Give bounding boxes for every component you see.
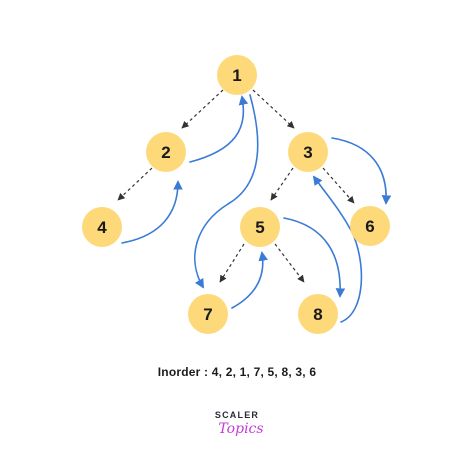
logo-scaler-text: SCALER: [214, 410, 260, 420]
node-5: 5: [240, 207, 280, 247]
node-2: 2: [146, 132, 186, 172]
node-2-label: 2: [161, 143, 170, 162]
node-1: 1: [217, 55, 257, 95]
node-4-circle: [82, 207, 122, 247]
tree-edge-1-3: [252, 89, 295, 129]
node-6: 6: [350, 206, 390, 246]
tree-edge-3-5: [270, 167, 294, 201]
tree-edge-5-7: [219, 243, 245, 283]
node-5-label: 5: [255, 218, 264, 237]
node-3: 3: [288, 132, 328, 172]
node-3-circle: [288, 132, 328, 172]
traversal-arrow-2-to-1: [189, 95, 249, 163]
node-8-label: 8: [313, 305, 322, 324]
node-1-circle: [217, 55, 257, 95]
node-6-label: 6: [365, 217, 374, 236]
tree-nodes: 1 2 3 4 5 6 7 8: [82, 55, 390, 334]
node-5-circle: [240, 207, 280, 247]
node-1-label: 1: [232, 66, 241, 85]
tree-edge-2-4: [117, 167, 153, 201]
node-2-circle: [146, 132, 186, 172]
node-8-circle: [298, 294, 338, 334]
tree-edge-1-2: [181, 89, 224, 129]
tree-edge-5-8: [274, 243, 305, 283]
scaler-topics-logo: SCALER Topics: [0, 410, 474, 437]
traversal-arrow-5-to-8: [283, 217, 346, 298]
inorder-caption: Inorder : 4, 2, 1, 7, 5, 8, 3, 6: [157, 365, 317, 379]
node-7: 7: [188, 294, 228, 334]
node-3-label: 3: [303, 143, 312, 162]
tree-edges: [117, 89, 355, 283]
tree-edge-3-6: [322, 167, 355, 204]
node-7-circle: [188, 294, 228, 334]
logo-topics-text: Topics: [218, 421, 264, 437]
node-4: 4: [82, 207, 122, 247]
traversal-arrow-7-to-5: [231, 251, 268, 309]
node-4-label: 4: [97, 218, 107, 237]
node-8: 8: [298, 294, 338, 334]
traversal-arrow-4-to-2: [121, 180, 183, 244]
traversal-arrow-3-to-6: [331, 137, 392, 205]
node-6-circle: [350, 206, 390, 246]
node-7-label: 7: [203, 305, 212, 324]
traversal-arrow-1-to-7: [194, 94, 259, 289]
